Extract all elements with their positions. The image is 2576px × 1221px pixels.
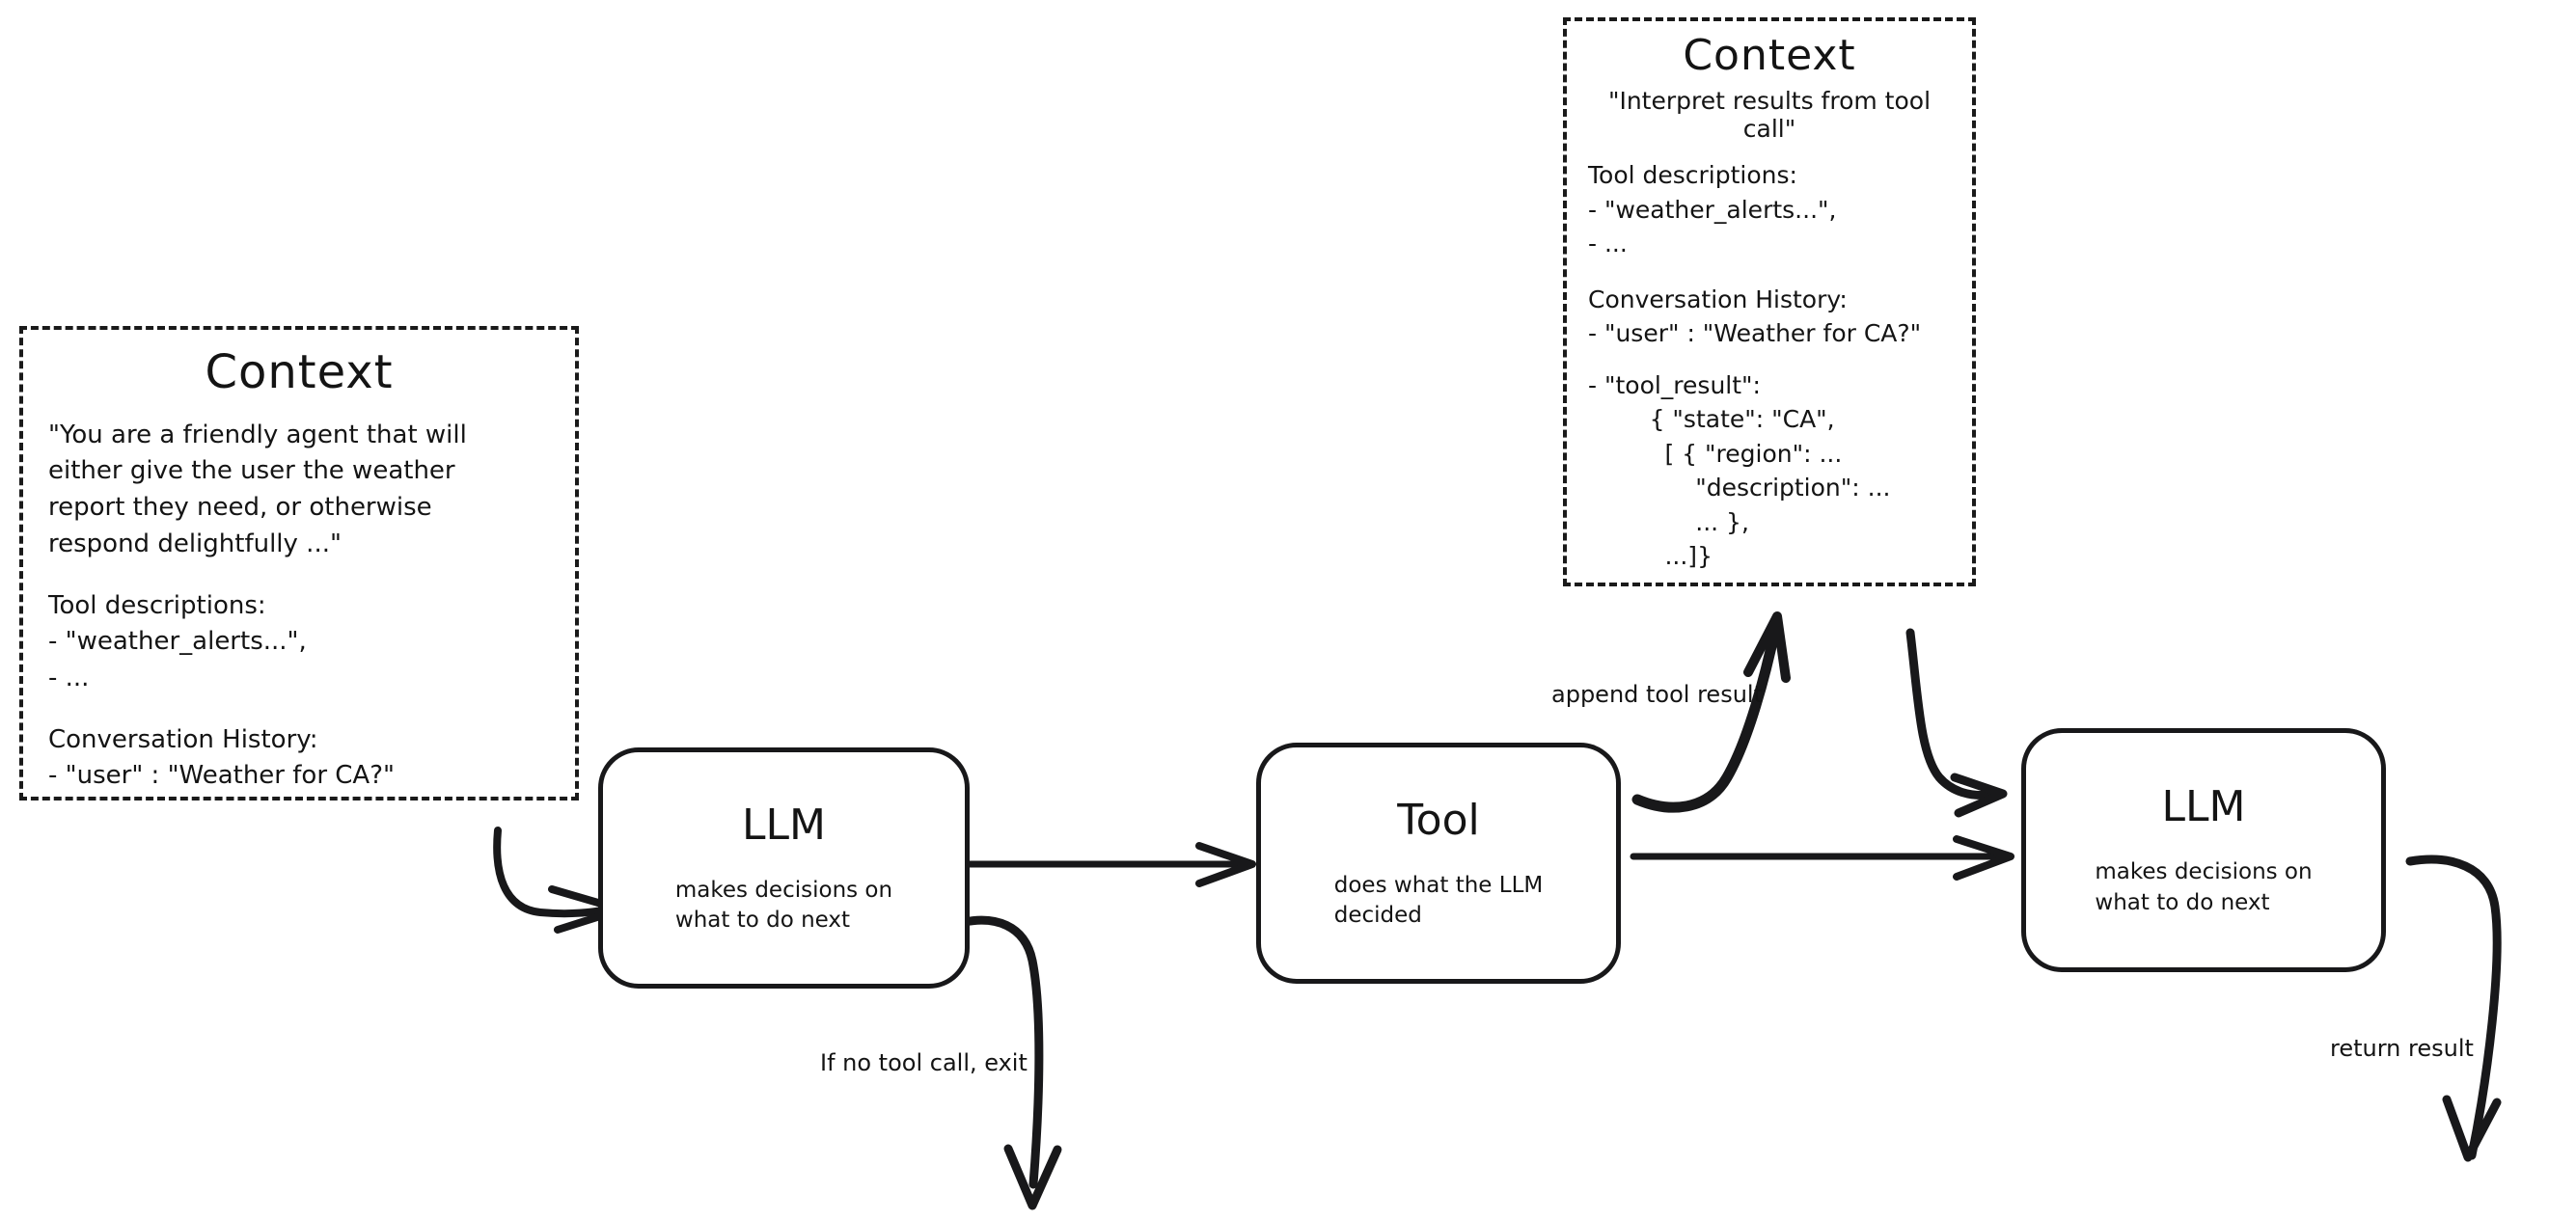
arrow-tool-to-llm2 — [1630, 835, 2014, 881]
context-left-system-prompt: "You are a friendly agent that will eith… — [48, 420, 467, 558]
context-right-tools-items: - "weather_alerts...", - ... — [1588, 195, 1837, 258]
context-right-history-heading: Conversation History: — [1588, 285, 1848, 313]
edge-label-if-no-tool-call-exit: If no tool call, exit — [820, 1049, 1028, 1076]
node-tool-subtitle: does what the LLM decided — [1333, 872, 1544, 928]
arrow-tool-to-context-right — [1631, 611, 1791, 813]
context-right-history-user: - "user" : "Weather for CA?" — [1588, 319, 1922, 348]
context-right-quote: "Interpret results from tool call" — [1607, 87, 1932, 144]
context-left-tools-items: - "weather_alerts...", - ... — [48, 627, 307, 692]
node-llm-second-subtitle: makes decisions on what to do next — [2095, 859, 2313, 915]
node-tool[interactable]: Tool does what the LLM decided — [1256, 743, 1621, 984]
edge-label-append-tool-result: append tool result — [1551, 681, 1763, 708]
context-right-title: Context — [1683, 31, 1856, 80]
edge-label-return-result: return result — [2330, 1035, 2474, 1062]
context-left-history-heading: Conversation History: — [48, 724, 318, 754]
arrow-llm1-to-tool — [965, 842, 1256, 887]
context-left-tools-heading: Tool descriptions: — [48, 590, 266, 620]
node-tool-title: Tool — [1397, 795, 1480, 845]
arrow-context-right-to-llm2 — [1905, 628, 2008, 818]
context-box-after-tool: Context "Interpret results from tool cal… — [1563, 17, 1976, 586]
node-llm-second-title: LLM — [2161, 782, 2246, 832]
node-llm-second[interactable]: LLM makes decisions on what to do next — [2021, 728, 2386, 972]
node-llm-first-subtitle: makes decisions on what to do next — [674, 877, 893, 933]
context-right-tools-heading: Tool descriptions: — [1588, 161, 1797, 190]
arrow-llm2-return-result — [2405, 855, 2502, 1162]
node-llm-first-title: LLM — [742, 800, 826, 850]
context-right-history-tool-result: - "tool_result": { "state": "CA", [ { "r… — [1588, 370, 1891, 571]
context-box-initial: Context "You are a friendly agent that w… — [19, 326, 579, 800]
context-left-history-items: - "user" : "Weather for CA?" — [48, 761, 395, 791]
node-llm-first[interactable]: LLM makes decisions on what to do next — [598, 747, 970, 989]
context-left-title: Context — [205, 345, 394, 399]
